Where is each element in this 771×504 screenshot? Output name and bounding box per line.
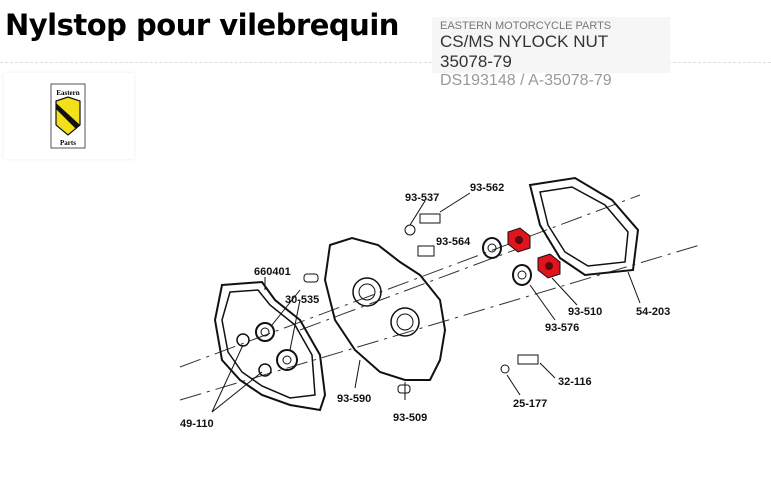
brand-logo[interactable]: Eastern Parts xyxy=(4,73,134,159)
part-label-32-116: 32-116 xyxy=(558,376,592,388)
product-reference: DS193148 / A-35078-79 xyxy=(440,72,612,89)
exploded-parts-diagram: 93-537 93-562 93-564 660401 30-535 93-51… xyxy=(179,176,701,430)
product-brand: EASTERN MOTORCYCLE PARTS xyxy=(440,20,612,32)
eastern-parts-logo-icon: Eastern Parts xyxy=(50,83,86,149)
logo-bottom-text: Parts xyxy=(60,139,76,147)
part-label-660401: 660401 xyxy=(254,266,291,278)
nylock-nut-highlight[interactable] xyxy=(507,227,561,279)
product-card: EASTERN MOTORCYCLE PARTS CS/MS NYLOCK NU… xyxy=(432,17,670,89)
part-label-93-510: 93-510 xyxy=(568,306,602,318)
part-label-30-535: 30-535 xyxy=(285,294,319,306)
divider xyxy=(0,62,771,63)
part-label-93-562: 93-562 xyxy=(470,182,504,194)
part-label-25-177: 25-177 xyxy=(513,398,547,410)
logo-top-text: Eastern xyxy=(56,89,79,97)
part-label-93-576: 93-576 xyxy=(545,322,579,334)
part-label-93-537: 93-537 xyxy=(405,192,439,204)
product-name: CS/MS NYLOCK NUT 35078-79 xyxy=(440,32,608,71)
part-label-54-203: 54-203 xyxy=(636,306,670,318)
part-label-93-590: 93-590 xyxy=(337,393,371,405)
part-label-49-110: 49-110 xyxy=(180,418,214,430)
page-title: Nylstop pour vilebrequin xyxy=(5,8,399,42)
part-label-93-509: 93-509 xyxy=(393,412,427,424)
part-label-93-564: 93-564 xyxy=(436,236,471,248)
